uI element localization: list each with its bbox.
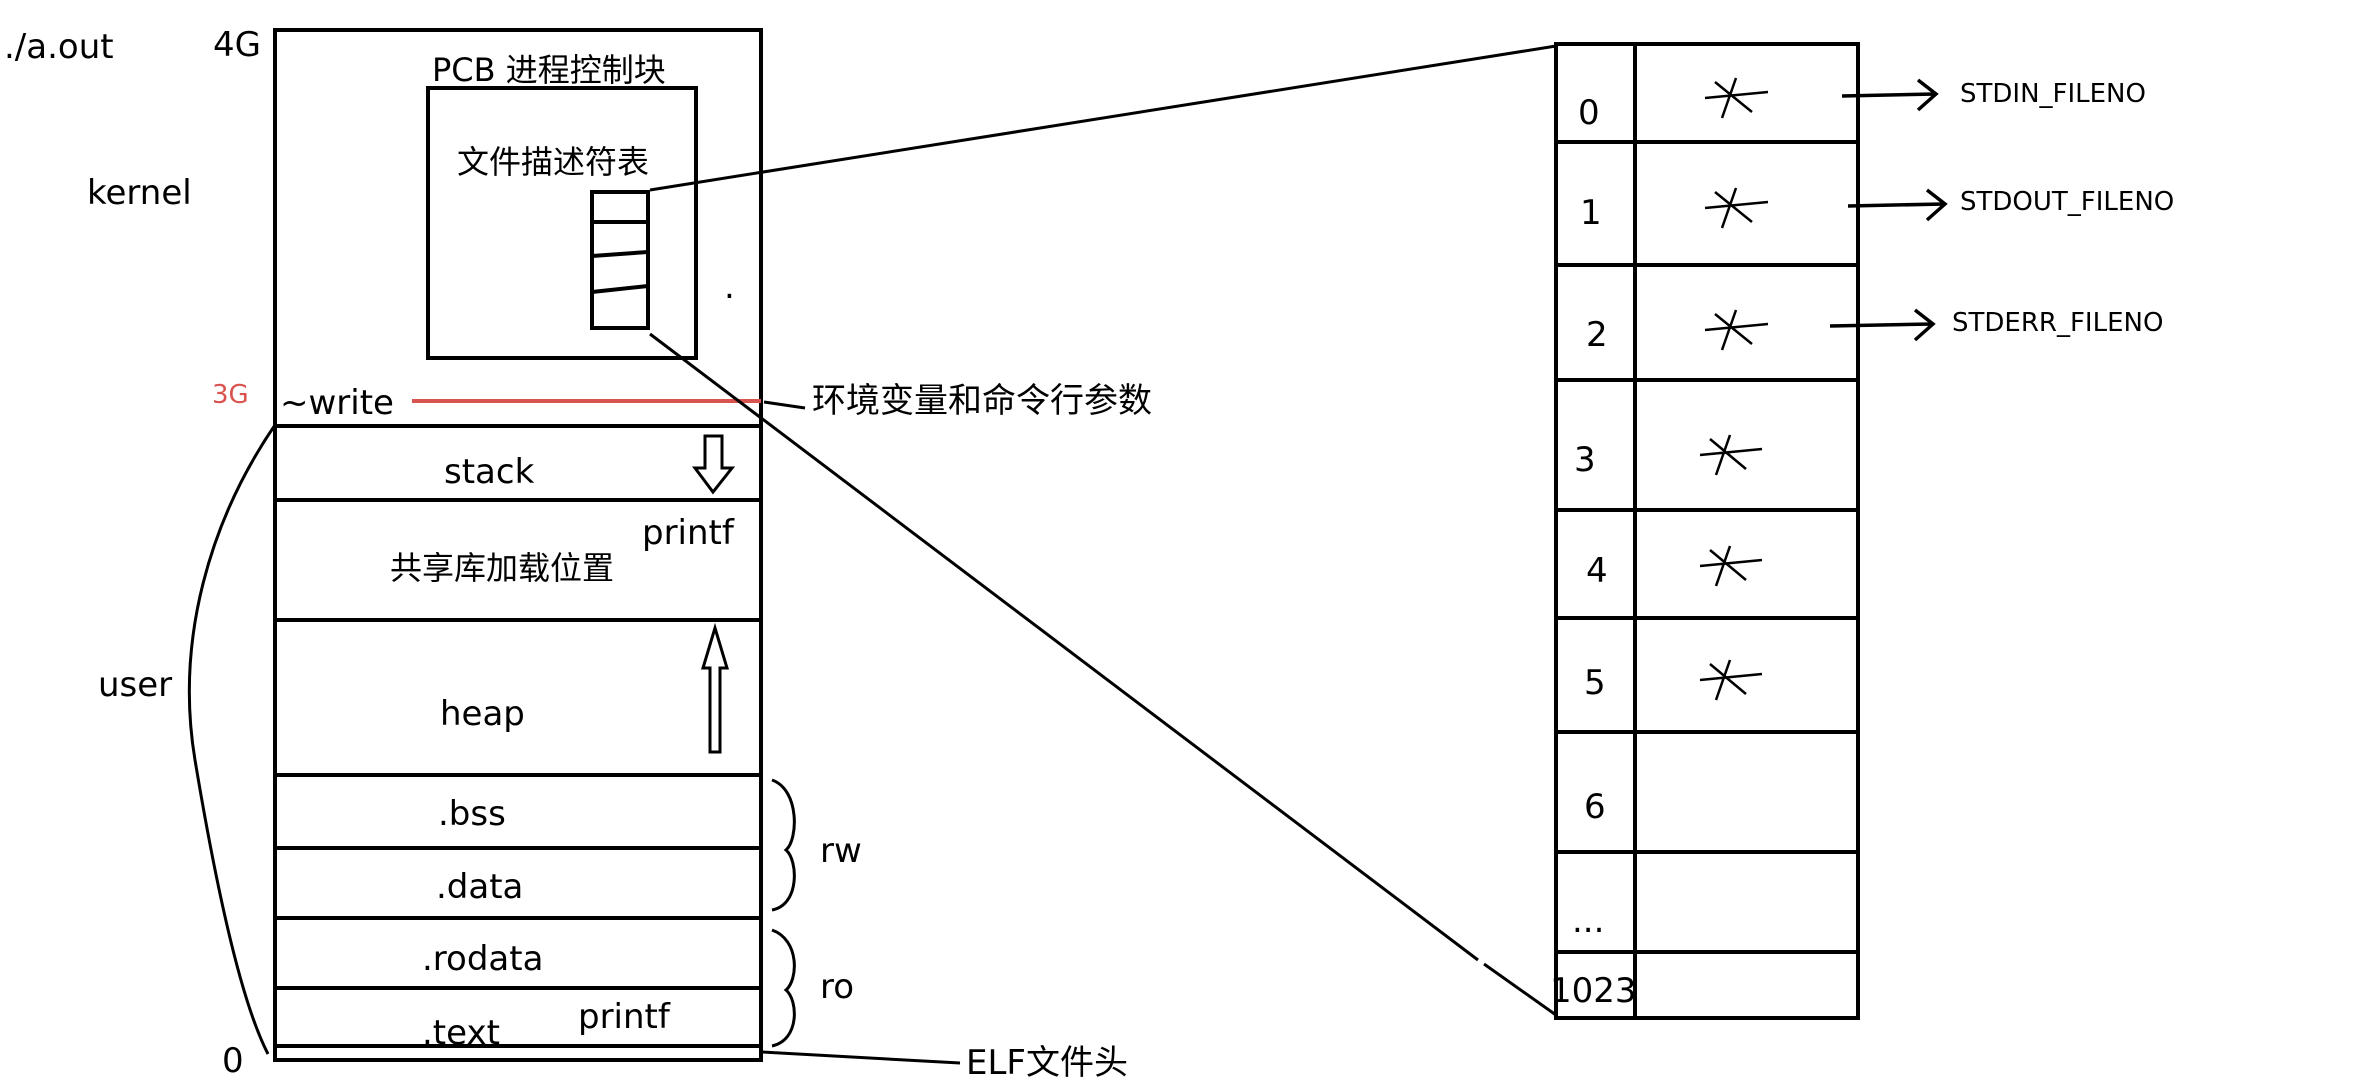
- stderr-label: STDERR_FILENO: [1952, 308, 2164, 338]
- top-address-label: 4G: [213, 25, 261, 65]
- elf-callout-line: [760, 1050, 961, 1065]
- ro-brace: [771, 928, 796, 1048]
- fd-mini-row-line: [591, 284, 649, 294]
- text-label: .text: [422, 1013, 500, 1053]
- heap-up-arrow: [700, 622, 730, 754]
- fd-index-4: 4: [1586, 551, 1608, 591]
- env-label: 环境变量和命令行参数: [812, 381, 1152, 421]
- write-label: ~write: [280, 383, 394, 423]
- pointer-mark-0: [1704, 77, 1769, 119]
- env-callout-line: [763, 400, 806, 410]
- fd-mini-table: [590, 190, 650, 330]
- pointer-mark-5: [1699, 659, 1763, 701]
- rw-brace: [771, 778, 796, 912]
- projection-line-top: [649, 44, 1557, 192]
- pcb-box: [426, 86, 698, 360]
- ro-label: ro: [820, 967, 855, 1007]
- bottom-address-label: 0: [222, 1041, 244, 1081]
- fd-table-title: 文件描述符表: [457, 143, 650, 181]
- rw-label: rw: [820, 831, 862, 871]
- stdout-label: STDOUT_FILENO: [1960, 187, 2175, 217]
- data-label: .data: [436, 867, 524, 907]
- kernel-dot: .: [724, 267, 735, 307]
- stderr-arrow: [1829, 308, 1936, 342]
- memory-column: [273, 28, 763, 1062]
- stdin-arrow: [1841, 78, 1939, 112]
- stdout-arrow: [1847, 188, 1948, 222]
- pointer-mark-2: [1704, 309, 1769, 351]
- fd-index-2: 2: [1586, 315, 1608, 355]
- pointer-mark-3: [1699, 434, 1763, 476]
- fd-index-1023: 1023: [1550, 971, 1637, 1011]
- fd-index-6: 6: [1584, 787, 1606, 827]
- user-label: user: [98, 665, 173, 705]
- projection-line-bottom-end: [1483, 962, 1557, 1017]
- fd-mini-row-line: [591, 250, 649, 258]
- kernel-label: kernel: [87, 173, 192, 213]
- boundary-address-label: 3G: [212, 380, 249, 410]
- text-printf-label: printf: [578, 997, 670, 1037]
- pointer-mark-4: [1699, 545, 1763, 587]
- fd-index-1: 1: [1580, 193, 1602, 233]
- pointer-mark-1: [1704, 187, 1769, 229]
- fd-index-3: 3: [1574, 440, 1596, 480]
- stdin-label: STDIN_FILENO: [1960, 79, 2146, 109]
- bss-label: .bss: [438, 794, 506, 834]
- fd-table: [1554, 42, 1860, 1020]
- fd-index-5: 5: [1584, 663, 1606, 703]
- fd-index-ellipsis: ...: [1572, 901, 1605, 941]
- projection-line-bottom: [649, 332, 1479, 962]
- shared-printf-label: printf: [642, 513, 734, 553]
- program-label: ./a.out: [4, 27, 114, 67]
- user-bracket: [187, 424, 277, 1055]
- stack-down-arrow: [692, 434, 736, 495]
- elf-header-label: ELF文件头: [966, 1043, 1128, 1083]
- shared-lib-label: 共享库加载位置: [390, 549, 615, 587]
- fd-index-0: 0: [1578, 93, 1600, 133]
- heap-label: heap: [440, 694, 525, 734]
- stack-label: stack: [444, 452, 535, 492]
- rodata-label: .rodata: [422, 939, 544, 979]
- pcb-title: PCB 进程控制块: [432, 51, 666, 89]
